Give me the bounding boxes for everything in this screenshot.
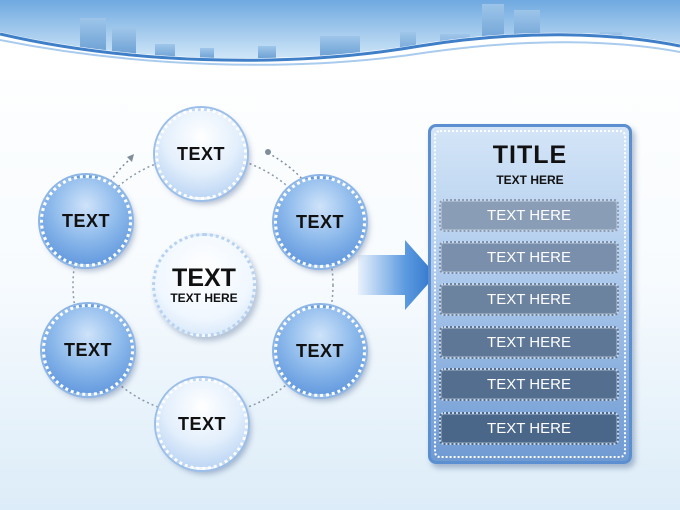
cycle-dot-right [265, 149, 271, 155]
cycle-center-node: TEXT TEXT HERE [152, 233, 256, 337]
cycle-ring [72, 154, 334, 416]
center-title: TEXT [172, 264, 236, 292]
cycle-node-label: TEXT [295, 340, 344, 361]
panel-item: TEXT HERE [439, 241, 619, 274]
cycle-node-bottom: TEXT [156, 378, 248, 470]
panel-title: TITLE [492, 141, 568, 169]
title-panel: TITLE TEXT HERE TEXT HERE TEXT HERE TEXT… [428, 124, 632, 464]
panel-item: TEXT HERE [439, 326, 619, 359]
cycle-node-upper-left: TEXT [40, 175, 132, 267]
cycle-node-label: TEXT [177, 413, 226, 434]
cycle-arrowhead-left [127, 154, 134, 162]
cycle-arrow-right [267, 152, 306, 183]
flow-arrow [358, 240, 436, 310]
cycle-node-label: TEXT [176, 143, 225, 164]
panel-item: TEXT HERE [439, 199, 619, 232]
cycle-node-label: TEXT [295, 211, 344, 232]
cycle-node-lower-right: TEXT [274, 305, 366, 397]
panel-subtitle: TEXT HERE [496, 173, 564, 187]
center-subtitle: TEXT HERE [170, 291, 238, 305]
cycle-node-upper-right: TEXT [274, 176, 366, 268]
header-banner [0, 0, 680, 80]
panel-item: TEXT HERE [439, 412, 619, 445]
panel-item: TEXT HERE [439, 283, 619, 316]
cycle-node-lower-left: TEXT [42, 304, 134, 396]
cycle-node-label: TEXT [61, 210, 110, 231]
panel-dotted-border [434, 130, 626, 458]
cycle-node-top: TEXT [155, 108, 247, 200]
panel-item: TEXT HERE [439, 368, 619, 401]
cycle-node-label: TEXT [63, 339, 112, 360]
